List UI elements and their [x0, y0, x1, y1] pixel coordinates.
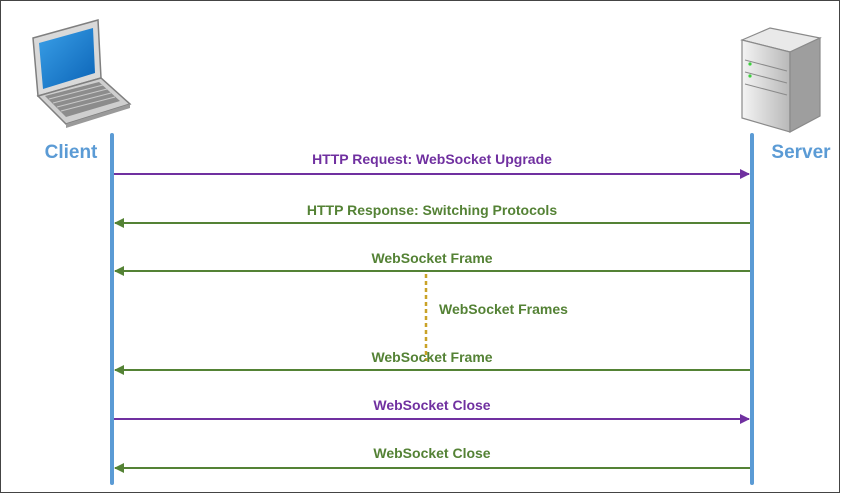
frames-connector-label: WebSocket Frames [439, 301, 568, 317]
message-label: WebSocket Frame [371, 349, 492, 365]
message-label: HTTP Response: Switching Protocols [307, 202, 557, 218]
server-icon [740, 27, 822, 133]
client-label: Client [45, 142, 98, 163]
server-label: Server [771, 142, 831, 163]
message-list: HTTP Request: WebSocket Upgrade HTTP Res… [114, 151, 750, 473]
message-label: WebSocket Close [373, 397, 490, 413]
laptop-icon [32, 19, 132, 128]
message-label: WebSocket Frame [371, 250, 492, 266]
message-label: WebSocket Close [373, 445, 490, 461]
message-label: HTTP Request: WebSocket Upgrade [312, 151, 552, 167]
